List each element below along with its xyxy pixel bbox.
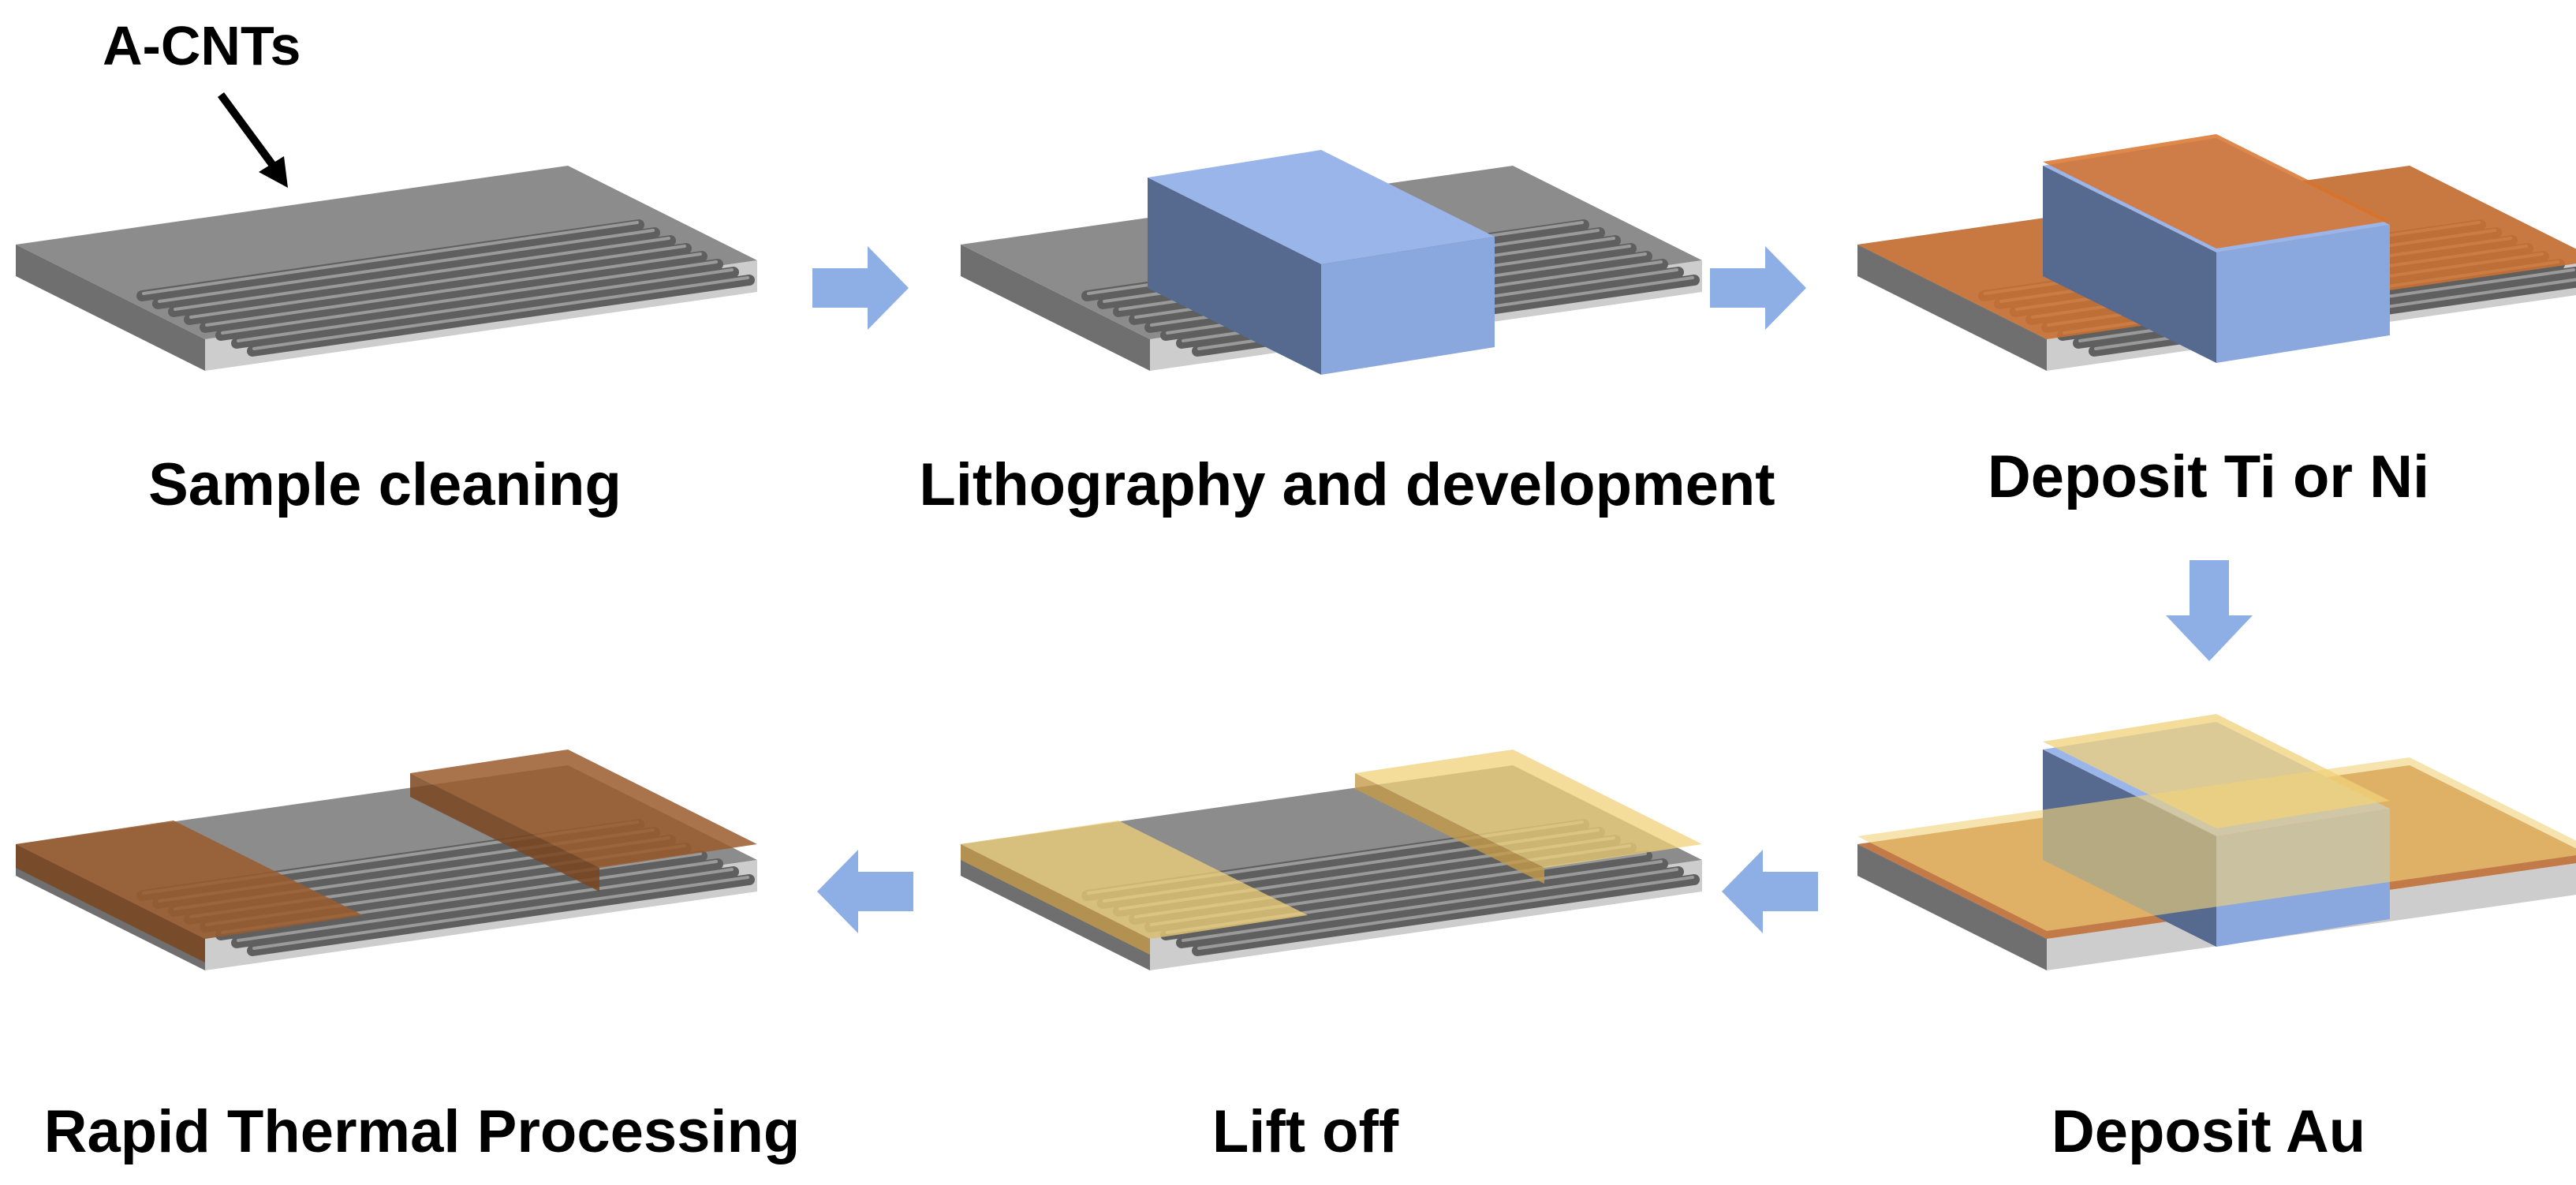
step-label-rapid-thermal-processing: Rapid Thermal Processing [44,1098,801,1165]
step-5-lift-off [961,750,1702,970]
step-4-deposit-au [1857,714,2576,970]
flow-arrow-5-to-6 [817,850,913,933]
step-label-deposit-au: Deposit Au [2051,1098,2365,1165]
step-label-sample-cleaning: Sample cleaning [148,451,622,518]
contact-pads-au [961,750,1702,955]
a-cnts-callout: A-CNTs [103,15,301,188]
step-label-lithography: Lithography and development [919,451,1775,518]
a-cnts-label: A-CNTs [103,15,301,77]
flow-arrow-1-to-2 [812,246,909,330]
flow-arrow-4-to-5 [1722,850,1818,933]
step-6-rtp [16,750,757,970]
step-3-deposit-ti-ni [1857,134,2576,371]
step-2-lithography [961,150,1702,375]
flow-arrow-2-to-3 [1710,246,1806,330]
step-label-lift-off: Lift off [1212,1098,1399,1165]
ti-ni-on-resist [2043,134,2390,249]
au-film [1857,757,2576,931]
step-1-sample-cleaning: A-CNTs [16,15,757,371]
flow-arrow-3-to-4 [2166,560,2253,661]
step-label-deposit-ti-ni: Deposit Ti or Ni [1988,443,2429,510]
annealed-contacts [16,750,757,963]
